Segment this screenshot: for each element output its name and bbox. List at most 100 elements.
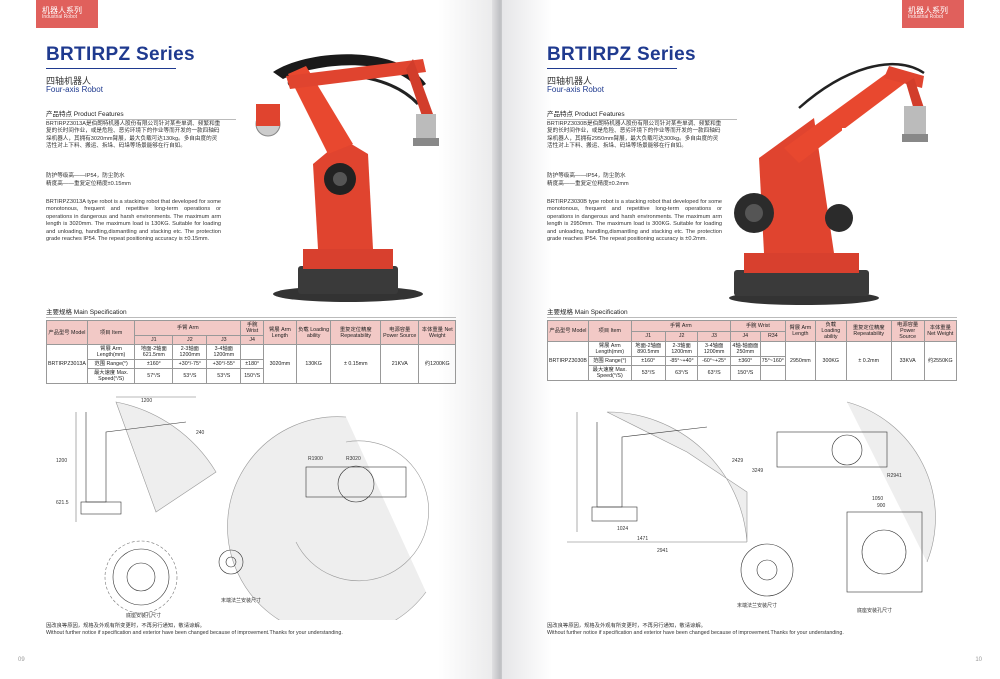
- table-row: 范围 Range(°) ±160° +30°/-75° +30°/-55° ±1…: [47, 359, 456, 369]
- dim-label: R2941: [887, 473, 902, 479]
- table-row: BRTIRPZ3013A 臂展 Arm Length(mm) 地面-2轴面 62…: [46, 344, 456, 384]
- cell-item: 臂展 Arm Length(mm): [86, 344, 136, 360]
- dim-label: 1200: [56, 458, 67, 464]
- col-j3: J3: [697, 330, 731, 342]
- spec-heading: 主要规格 Main Specification: [46, 306, 456, 318]
- cell-repeat: ± 0.2mm: [845, 341, 892, 381]
- cell: ±180°: [240, 359, 265, 369]
- cell: 53°/S: [172, 368, 208, 384]
- category-tag-en: Industrial Robot: [908, 14, 944, 21]
- dimension-drawing: 1200 240 1200 621.5 R3020 R1900 末端法兰安装尺寸…: [56, 396, 429, 620]
- footer-en: Without further notice if specification …: [46, 629, 343, 636]
- category-tag-en: Industrial Robot: [42, 14, 78, 21]
- features-heading: 产品特点 Product Features: [547, 108, 737, 120]
- cell: 3-4轴面 1200mm: [697, 341, 731, 357]
- col-repeat: 重复定位精度 Repeatability: [330, 320, 381, 345]
- footer-note: 因改良等原因，规格及外观有所变更时，不再另行通知，敬请谅解。 Without f…: [46, 623, 343, 636]
- dim-label: 621.5: [56, 500, 69, 506]
- cell-repeat: ± 0.15mm: [330, 344, 381, 384]
- cell-model: BRTIRPZ3030B: [547, 341, 589, 381]
- cell-model: BRTIRPZ3013A: [46, 344, 88, 384]
- col-j4: J4: [240, 335, 265, 345]
- dim-label: 900: [877, 503, 886, 509]
- dim-label: 2941: [657, 548, 668, 554]
- col-r34: R34: [759, 330, 786, 342]
- cell: 53°/S: [630, 365, 666, 381]
- dim-label: 1471: [637, 536, 648, 542]
- series-title: BRTIRPZ Series: [547, 44, 696, 65]
- footer-cn: 因改良等原因，规格及外观有所变更时，不再另行通知，敬请谅解。: [46, 623, 205, 629]
- col-power: 电源容量 Power Source: [379, 320, 420, 345]
- cell: 2-3轴面 1200mm: [172, 344, 208, 360]
- cell: -85°~+40°: [664, 356, 699, 366]
- dim-label: 1200: [141, 398, 152, 404]
- cell-item: 范围 Range(°): [587, 356, 632, 366]
- cell: ±160°: [630, 356, 666, 366]
- dim-caption: 末端法兰安装尺寸: [737, 602, 777, 609]
- col-j3: J3: [206, 335, 242, 345]
- cell-weight: 约2550KG: [923, 341, 958, 381]
- cell-weight: 约1200KG: [418, 344, 456, 384]
- col-repeat: 重复定位精度 Repeatability: [845, 320, 892, 342]
- cell-load: 130KG: [295, 344, 332, 384]
- dim-label: R1900: [308, 456, 323, 462]
- table-row: 最大速度 Max. Speed(°/S) 57°/S 53°/S 53°/S 1…: [47, 368, 456, 384]
- col-model: 产品型号 Model: [547, 320, 589, 342]
- footer-en: Without further notice if specification …: [547, 629, 844, 636]
- cell: 63°/S: [664, 365, 699, 381]
- cell: [759, 365, 786, 381]
- precision-cn: 精度高——重复定位精度±0.15mm: [46, 181, 131, 187]
- col-j1: J1: [134, 335, 174, 345]
- spec-table: 产品型号 Model 项目 Item 手臂 Arm 手腕 Wrist 臂展 Ar…: [46, 320, 456, 384]
- description-cn: BRTIRPZ3030B是伯朗特机器人股份有限公司针对某些单调、频繁和重复的长时…: [547, 121, 722, 150]
- col-weight: 本体重量 Net Weight: [418, 320, 456, 345]
- subtitle-en: Four-axis Robot: [46, 85, 103, 94]
- dimension-drawing: 2941 1471 1024 3249 2429 R2941 末端法兰安装尺寸 …: [567, 401, 936, 614]
- col-j1: J1: [630, 330, 666, 342]
- table-header-row: 产品型号 Model 项目 Item 手臂 Arm 手腕 Wrist 臂展 Ar…: [46, 320, 456, 345]
- dim-caption: 末端法兰安装尺寸: [221, 597, 261, 604]
- cell: [759, 341, 786, 357]
- cell: -60°~+25°: [697, 356, 731, 366]
- table-row: 最大速度 Max. Speed(°/S) 53°/S 63°/S 63°/S 1…: [548, 365, 957, 381]
- dim-label: 1050: [872, 496, 883, 502]
- spec-heading: 主要规格 Main Specification: [547, 306, 957, 318]
- description-cn: BRTIRPZ3013A是伯朗特机器人股份有限公司针对某些单调、频繁和重复的长时…: [46, 121, 221, 150]
- dim-label: 3249: [752, 468, 763, 474]
- subtitle-cn: 四轴机器人: [547, 76, 593, 86]
- dim-label: 2429: [732, 458, 743, 464]
- cell-power: 21KVA: [379, 344, 420, 384]
- col-power: 电源容量 Power Source: [890, 320, 925, 342]
- col-wrist: 手腕 Wrist: [729, 320, 786, 332]
- subtitle-cn: 四轴机器人: [46, 76, 92, 86]
- page-number: 09: [18, 657, 25, 663]
- col-arm: 手臂 Arm: [630, 320, 731, 332]
- cell-arm-length: 2950mm: [784, 341, 816, 381]
- col-arm-length: 臂展 Arm Length: [263, 320, 297, 345]
- robot-image: [255, 54, 439, 302]
- page-number: 10: [975, 657, 982, 663]
- dim-label: R3020: [346, 456, 361, 462]
- cell: 150°/S: [729, 365, 761, 381]
- col-j4: J4: [729, 330, 761, 342]
- title-underline: [547, 68, 677, 69]
- cell: 57°/S: [134, 368, 174, 384]
- table-subheader-row: J1 J2 J3 J4 R34: [548, 330, 957, 342]
- description-en: BRTIRPZ3013A type robot is a stacking ro…: [46, 199, 221, 243]
- cell: +30°/-55°: [206, 359, 242, 369]
- robot-image: [729, 62, 928, 305]
- col-load: 负载 Loading ability: [814, 320, 847, 342]
- col-arm-length: 臂展 Arm Length: [784, 320, 816, 342]
- protection-cn: 防护等级高——IP54，防尘防水: [46, 173, 125, 179]
- category-tag: 机器人系列 Industrial Robot: [36, 0, 98, 28]
- left-page: 机器人系列 Industrial Robot BRTIRPZ Series 四轴…: [0, 0, 498, 679]
- cell-arm-length: 3020mm: [263, 344, 297, 384]
- precision-cn: 精度高——重复定位精度±0.2mm: [547, 181, 629, 187]
- description-en: BRTIRPZ3030B type robot is a stacking ro…: [547, 199, 722, 243]
- footer-note: 因改良等原因，规格及外观有所变更时，不再另行通知，敬请谅解。 Without f…: [547, 623, 844, 636]
- cell-load: 300KG: [814, 341, 847, 381]
- cell-item: 最大速度 Max. Speed(°/S): [86, 368, 136, 384]
- table-row: BRTIRPZ3030B 臂展 Arm Length(mm) 地面-2轴面 89…: [547, 341, 958, 381]
- dim-label: 240: [196, 430, 205, 436]
- table-header-row: 产品型号 Model 项目 Item 手臂 Arm 手腕 Wrist 臂展 Ar…: [547, 320, 958, 342]
